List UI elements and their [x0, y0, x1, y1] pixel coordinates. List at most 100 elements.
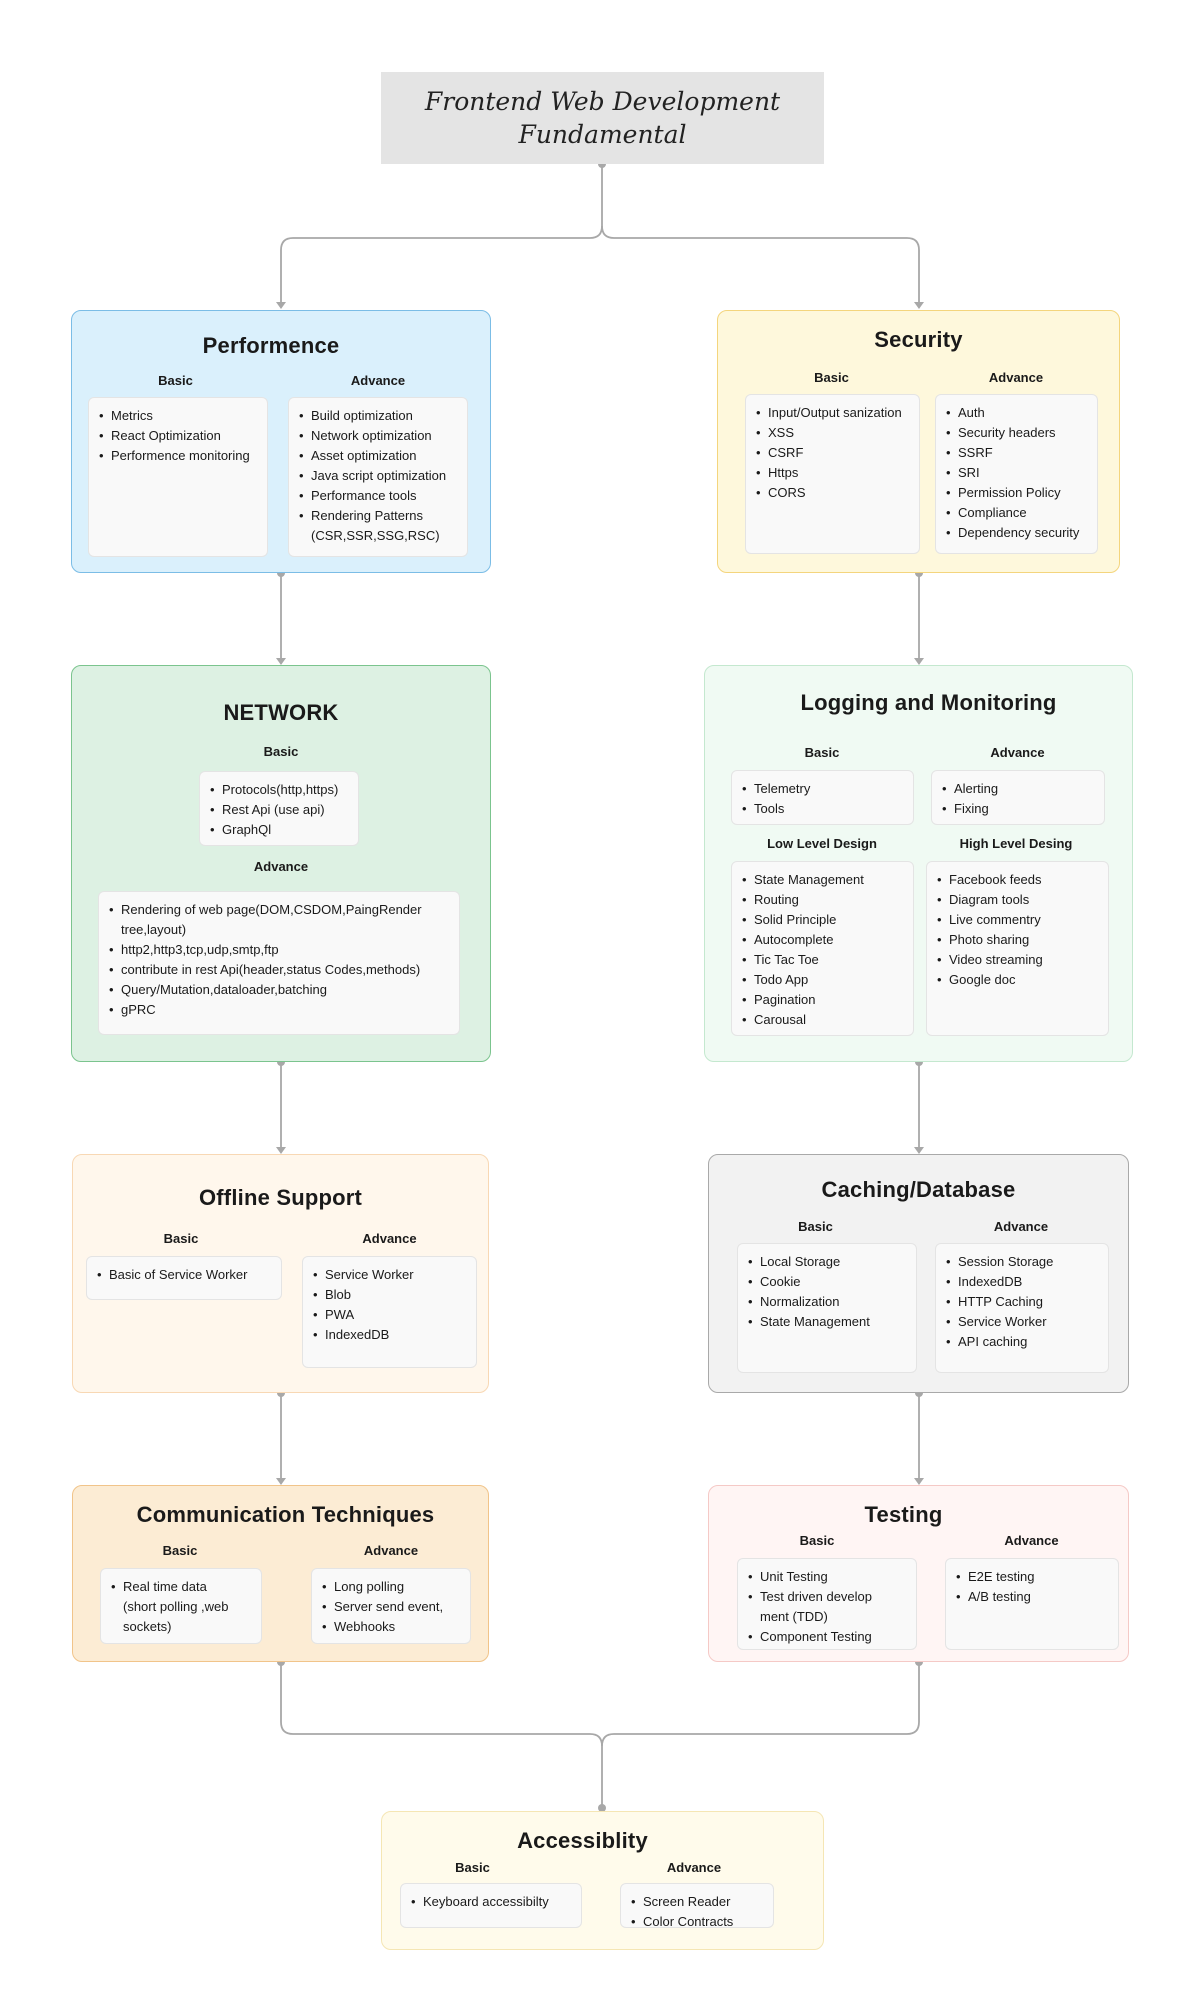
caching-database-node: Caching/Database Basic Advance Local Sto… [708, 1154, 1129, 1393]
network-node: NETWORK Basic Protocols(http,https)Rest … [71, 665, 491, 1062]
list-item: ment (TDD) [760, 1609, 828, 1624]
connector-communication-to-accessibility [280, 1662, 603, 1808]
bullet-list: Session StorageIndexedDBHTTP CachingServ… [946, 1252, 1100, 1352]
basic-label: Basic [263, 744, 299, 759]
list-item: Test driven develop [748, 1587, 908, 1607]
list-item: Tools [742, 799, 905, 819]
list-item: Unit Testing [748, 1567, 908, 1587]
list-item: Local Storage [748, 1252, 908, 1272]
node-title: Security [874, 327, 963, 352]
high-level-design-list: Facebook feedsDiagram toolsLive commentr… [926, 861, 1109, 1036]
list-item: GraphQl [210, 820, 350, 840]
list-item: (CSR,SSR,SSG,RSC) [311, 528, 440, 543]
bullet-list: Rendering of web page(DOM,CSDOM,PaingRen… [109, 900, 451, 1020]
basic-list: Basic of Service Worker [86, 1256, 282, 1300]
list-item: Performance tools [299, 486, 459, 506]
bullet-list: Service WorkerBlobPWAIndexedDB [313, 1265, 468, 1345]
arrowhead [276, 302, 286, 309]
list-item: Screen Reader [631, 1892, 765, 1912]
list-item: Metrics [99, 406, 259, 426]
basic-list: Real time data(short polling ,websockets… [100, 1568, 262, 1644]
list-item: Network optimization [299, 426, 459, 446]
low-level-design-list: State ManagementRoutingSolid PrincipleAu… [731, 861, 914, 1036]
list-item: Auth [946, 403, 1089, 423]
list-item: Permission Policy [946, 483, 1089, 503]
list-item: SSRF [946, 443, 1089, 463]
list-item: Real time data [111, 1577, 253, 1597]
list-item: Https [756, 463, 911, 483]
node-title: Testing [864, 1502, 943, 1527]
advance-list: Session StorageIndexedDBHTTP CachingServ… [935, 1243, 1109, 1373]
root-title: Frontend Web Development Fundamental [425, 85, 780, 151]
list-item: Rest Api (use api) [210, 800, 350, 820]
list-item: Service Worker [313, 1265, 468, 1285]
bullet-list: Unit TestingTest driven develop ment (TDD… [748, 1567, 908, 1647]
root-title-line-1: Frontend Web Development [424, 87, 781, 116]
bullet-list: TelemetryTools [742, 779, 905, 819]
bullet-list: Input/Output sanizationXSSCSRFHttpsCORS [756, 403, 911, 503]
root-title-line-2: Fundamental [518, 120, 687, 149]
connector-dot [598, 1804, 606, 1812]
list-item: A/B testing [956, 1587, 1110, 1607]
basic-label: Basic [455, 1860, 490, 1875]
list-item: Query/Mutation,dataloader,batching [109, 980, 451, 1000]
advance-list: AlertingFixing [931, 770, 1105, 825]
list-item: Server send event, [322, 1597, 462, 1617]
connector-root-to-performance [280, 164, 603, 306]
bullet-list: Screen ReaderColor Contracts [631, 1892, 765, 1932]
arrowhead [276, 658, 286, 665]
bullet-list: Facebook feedsDiagram toolsLive commentr… [937, 870, 1100, 990]
bullet-list: Basic of Service Worker [97, 1265, 273, 1285]
basic-list: Protocols(http,https)Rest Api (use api)G… [199, 771, 359, 846]
basic-list: TelemetryTools [731, 770, 914, 825]
list-item: Solid Principle [742, 910, 905, 930]
advance-label: Advance [350, 373, 406, 388]
root-node: Frontend Web Development Fundamental [381, 72, 824, 164]
node-title: Offline Support [198, 1185, 363, 1210]
list-item: CSRF [756, 443, 911, 463]
bullet-list: Long pollingServer send event,Webhooks [322, 1577, 462, 1637]
list-item: IndexedDB [946, 1272, 1100, 1292]
list-item: Rendering of web page(DOM,CSDOM,PaingRen… [109, 900, 451, 920]
advance-list: Screen ReaderColor Contracts [620, 1883, 774, 1932]
list-item: Session Storage [946, 1252, 1100, 1272]
basic-label: Basic [798, 1219, 833, 1234]
list-item: Routing [742, 890, 905, 910]
bullet-list: State ManagementRoutingSolid PrincipleAu… [742, 870, 905, 1030]
testing-node: Testing Basic Advance Unit TestingTest d… [708, 1485, 1129, 1662]
arrowhead [914, 302, 924, 309]
list-item: Pagination [742, 990, 905, 1010]
list-item: Basic of Service Worker [97, 1265, 273, 1285]
advance-label: Advance [362, 1231, 417, 1246]
connector-root-to-security [601, 225, 920, 306]
list-item: Rendering Patterns [299, 506, 459, 526]
list-item: Live commentry [937, 910, 1100, 930]
basic-list: Keyboard accessibilty [400, 1883, 582, 1928]
advance-list: Rendering of web page(DOM,CSDOM,PaingRen… [98, 891, 460, 1035]
bullet-list: MetricsReact OptimizationPerformence mon… [99, 406, 259, 466]
logging-node: Logging and Monitoring Basic Advance Tel… [704, 665, 1133, 1062]
list-item: E2E testing [956, 1567, 1110, 1587]
node-title: Accessiblity [517, 1828, 648, 1853]
list-item: Performence monitoring [99, 446, 259, 466]
list-item: Compliance [946, 503, 1089, 523]
basic-list: Unit TestingTest driven develop ment (TDD… [737, 1558, 917, 1650]
bullet-list: Build optimizationNetwork optimizationAs… [299, 406, 459, 546]
list-item: Carousal [742, 1010, 905, 1030]
list-item: tree,layout) [121, 922, 187, 937]
accessibility-node: Accessiblity Basic Advance Keyboard acce… [381, 1811, 824, 1950]
list-item: IndexedDB [313, 1325, 468, 1345]
node-title: Logging and Monitoring [800, 690, 1057, 715]
list-item: Telemetry [742, 779, 905, 799]
offline-support-node: Offline Support Basic Advance Basic of S… [72, 1154, 489, 1393]
list-item: (short polling ,web [123, 1599, 229, 1614]
list-item: API caching [946, 1332, 1100, 1352]
list-item: PWA [313, 1305, 468, 1325]
list-item: XSS [756, 423, 911, 443]
arrowhead [914, 1147, 924, 1154]
advance-label: Advance [666, 1860, 722, 1875]
bullet-list: AlertingFixing [942, 779, 1096, 819]
list-item: Fixing [942, 799, 1096, 819]
list-item: Tic Tac Toe [742, 950, 905, 970]
